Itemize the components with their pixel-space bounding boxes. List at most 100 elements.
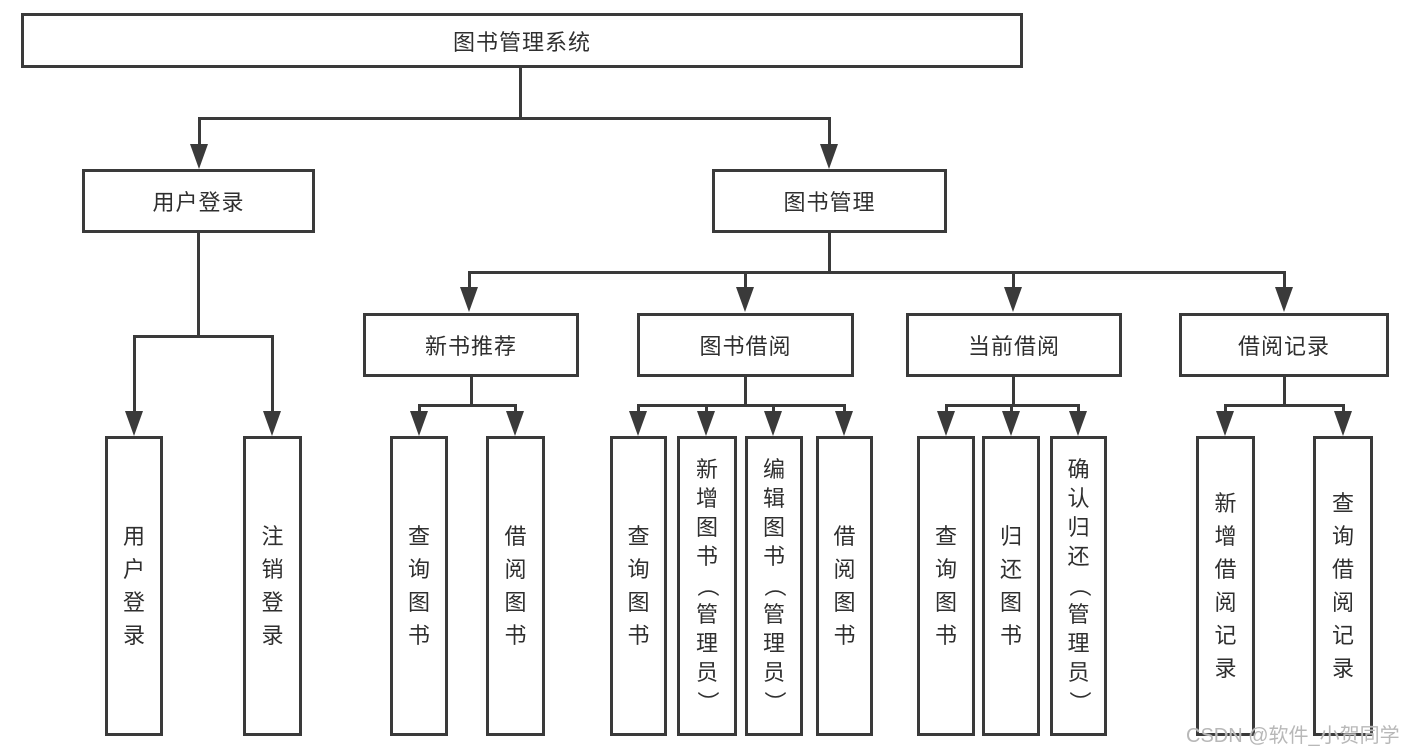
arrow-stem xyxy=(1283,271,1286,289)
vertical-char: 录 xyxy=(1214,655,1237,681)
arrow-head xyxy=(1004,287,1022,312)
arrow-head xyxy=(629,411,647,436)
arrow-head xyxy=(1069,411,1087,436)
connector-current-stem xyxy=(1012,377,1015,407)
vertical-char: ） xyxy=(1066,691,1092,714)
vertical-char: 管 xyxy=(696,602,719,627)
arrow-head xyxy=(937,411,955,436)
connector-root-rail xyxy=(198,117,831,120)
vertical-char: ） xyxy=(762,691,787,714)
vertical-char: 询 xyxy=(408,556,431,582)
arrow-head xyxy=(1275,287,1293,312)
arrow-head xyxy=(697,411,715,436)
vertical-char: 阅 xyxy=(1214,589,1237,615)
vertical-char: 员 xyxy=(763,660,786,685)
vertical-char: 图 xyxy=(408,589,431,615)
vertical-char: 新 xyxy=(696,457,719,482)
node-user-login-label: 用户登录 xyxy=(152,190,245,215)
vertical-char: 书 xyxy=(504,622,527,648)
vertical-char: 增 xyxy=(696,486,719,511)
vertical-char: （ xyxy=(695,575,720,598)
vertical-char: （ xyxy=(762,575,787,598)
node-borrow-record-label: 借阅记录 xyxy=(1237,334,1330,359)
arrow-head xyxy=(263,411,281,436)
node-root: 图书管理系统 xyxy=(21,13,1023,68)
connector-record-rail xyxy=(1224,404,1345,407)
arrow-stem xyxy=(468,271,471,289)
vertical-char: （ xyxy=(1066,575,1092,598)
arrow-stem xyxy=(1010,404,1013,414)
vertical-char: 阅 xyxy=(1332,589,1355,615)
arrow-head xyxy=(125,411,143,436)
vertical-char: 理 xyxy=(763,631,786,656)
vertical-char: 书 xyxy=(1000,622,1023,648)
arrow-stem xyxy=(744,271,747,289)
connector-login-rail xyxy=(133,335,274,338)
arrow-head xyxy=(460,287,478,312)
arrow-stem xyxy=(772,404,775,414)
vertical-char: 询 xyxy=(627,556,650,582)
arrow-stem xyxy=(843,404,846,414)
vertical-char: 图 xyxy=(763,515,786,540)
leaf-current-return: 归还图书 xyxy=(982,436,1040,736)
vertical-char: 编 xyxy=(763,457,786,482)
vertical-char: 查 xyxy=(1332,490,1355,516)
vertical-char: 图 xyxy=(696,515,719,540)
arrow-head xyxy=(506,411,524,436)
arrow-stem xyxy=(705,404,708,414)
arrow-head xyxy=(835,411,853,436)
vertical-char: ） xyxy=(695,691,720,714)
vertical-char: 书 xyxy=(935,622,958,648)
vertical-char: 图 xyxy=(627,589,650,615)
vertical-char: 查 xyxy=(935,523,958,549)
vertical-char: 图 xyxy=(504,589,527,615)
vertical-char: 询 xyxy=(935,556,958,582)
vertical-char: 注 xyxy=(261,523,284,549)
leaf-borrow-edit-admin: 编辑图书 （ 管理员 ） xyxy=(745,436,803,736)
vertical-char: 户 xyxy=(123,556,146,582)
node-root-label: 图书管理系统 xyxy=(452,29,591,55)
vertical-char: 用 xyxy=(123,523,146,549)
vertical-char: 理 xyxy=(1067,631,1090,656)
connector-mgmt-rail xyxy=(468,271,1286,274)
vertical-char: 销 xyxy=(261,556,284,582)
arrow-stem xyxy=(198,117,201,146)
vertical-char: 员 xyxy=(1067,660,1090,685)
vertical-char: 管 xyxy=(1067,602,1090,627)
arrow-head xyxy=(736,287,754,312)
vertical-char: 录 xyxy=(123,622,146,648)
arrow-stem xyxy=(271,335,274,412)
arrow-head xyxy=(410,411,428,436)
vertical-char: 借 xyxy=(833,523,856,549)
node-book-borrow: 图书借阅 xyxy=(637,313,854,377)
leaf-record-add: 新增借阅记录 xyxy=(1196,436,1255,736)
leaf-current-confirm-admin: 确认归还（管理员） xyxy=(1050,436,1107,736)
vertical-char: 书 xyxy=(833,622,856,648)
vertical-char: 员 xyxy=(696,660,719,685)
vertical-char: 书 xyxy=(408,622,431,648)
node-new-book-recommend: 新书推荐 xyxy=(363,313,579,377)
vertical-char: 查 xyxy=(627,523,650,549)
vertical-char: 还 xyxy=(1067,544,1090,569)
vertical-char: 记 xyxy=(1214,622,1237,648)
connector-borrow-rail xyxy=(637,404,846,407)
csdn-watermark: CSDN @软件_小贺同学 xyxy=(1186,725,1400,747)
connector-borrow-stem xyxy=(744,377,747,407)
node-current-borrow-label: 当前借阅 xyxy=(967,334,1060,359)
vertical-char: 归 xyxy=(1000,523,1023,549)
arrow-stem xyxy=(945,404,948,414)
arrow-stem xyxy=(418,404,421,414)
vertical-char: 书 xyxy=(763,544,786,569)
leaf-newbook-borrow: 借阅图书 xyxy=(486,436,545,736)
arrow-stem xyxy=(1342,404,1345,414)
connector-mgmt-stem xyxy=(828,233,831,274)
vertical-char: 辑 xyxy=(763,486,786,511)
vertical-char: 记 xyxy=(1332,622,1355,648)
vertical-char: 管 xyxy=(763,602,786,627)
vertical-char: 询 xyxy=(1332,523,1355,549)
vertical-char: 阅 xyxy=(504,556,527,582)
node-current-borrow: 当前借阅 xyxy=(906,313,1122,377)
vertical-char: 登 xyxy=(123,589,146,615)
vertical-char: 书 xyxy=(627,622,650,648)
vertical-char: 还 xyxy=(1000,556,1023,582)
